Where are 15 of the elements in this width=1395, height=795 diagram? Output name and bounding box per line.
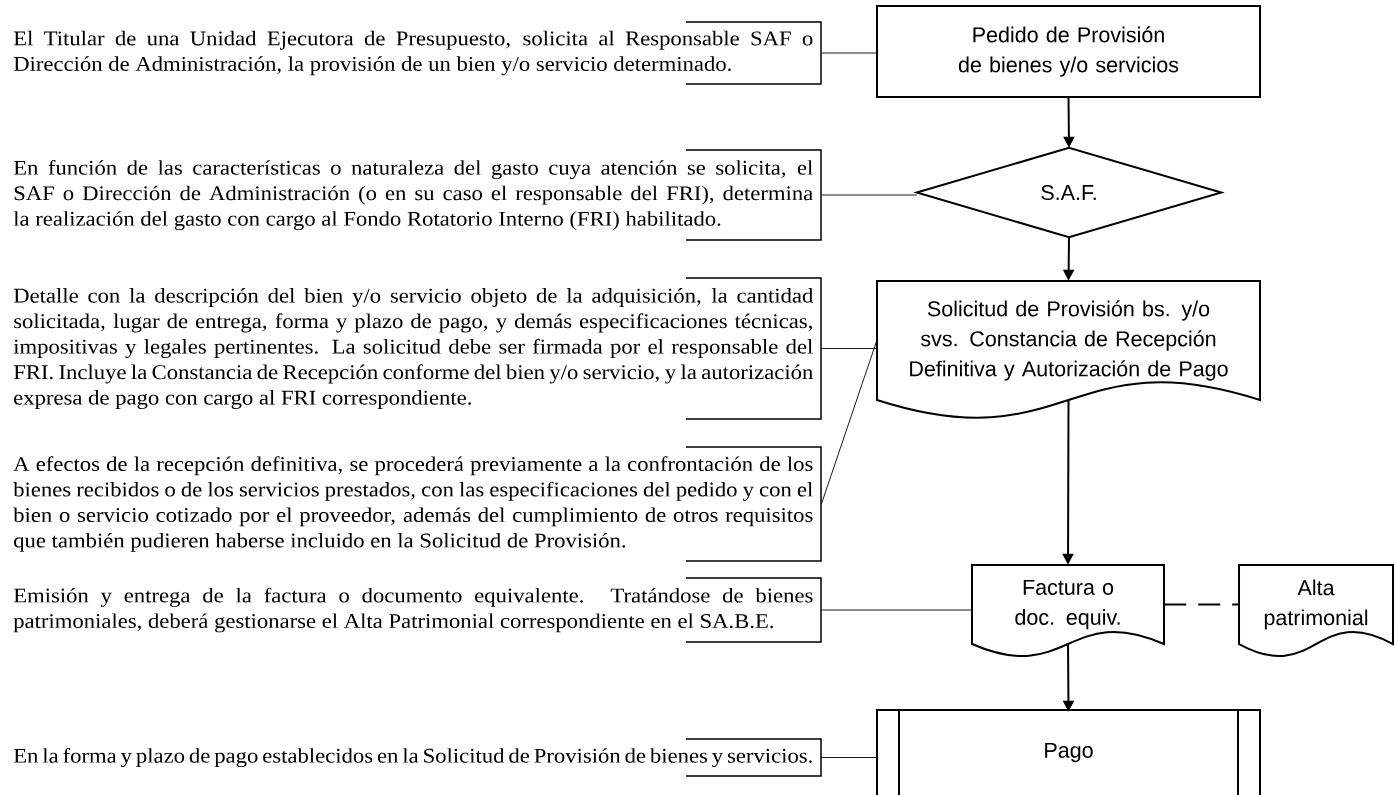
- connector-line: [820, 609, 973, 611]
- connector-line: [820, 348, 878, 349]
- connector-line: [820, 52, 877, 54]
- annotation: Detalle con la descripción del bien y/o servicio objeto de la adquisición, la cantidad solicitada, lugar de entrega, forma y plazo de pago, y demás especificaciones técnicas, impositivas y legales pertinentes. La solicitud debe ser firmada por el responsable del FRI. Incluye la Constancia de Recepción conforme del bien y/o servicio, y la autorización expresa de pago con cargo al FRI correspondiente.: [13, 277, 822, 420]
- predefined-process-box: Pago: [876, 709, 1261, 795]
- annotation: A efectos de la recepción definitiva, se procederá previamente a la confrontación de los bienes recibidos o de los servicios prestados, con las especificaciones del pedido y con el bien o servicio cotizado por el proveedor, además del cumplimiento de otros requisitos que también pudieren haberse incluido en la Solicitud de Provisión.: [13, 446, 822, 562]
- process-box: Pedido de Provisión de bienes y/o servicios: [876, 5, 1261, 98]
- connector-line: [820, 194, 918, 196]
- connector-line: [820, 757, 878, 758]
- dashed-connector: [1163, 603, 1240, 606]
- annotation: En función de las características o naturaleza del gasto cuya atención se solicita, el SAF o Dirección de Administración (o en su caso el responsable del FRI), determina la realización del gasto con cargo al Fondo Rotatorio Interno (FRI) habilitado.: [13, 149, 822, 241]
- annotation: En la forma y plazo de pago establecidos en la Solicitud de Provisión de bienes y servicios.: [13, 738, 822, 777]
- connector-line: [820, 340, 878, 505]
- annotation: Emisión y entrega de la factura o documento equivalente. Tratándose de bienes patrimoniales, deberá gestionarse el Alta Patrimonial correspondiente en el SA.B.E.: [13, 577, 822, 643]
- annotation: El Titular de una Unidad Ejecutora de Presupuesto, solicita al Responsable SAF o Dirección de Administración, la provisión de un bien y/o servicio determinado.: [13, 21, 822, 85]
